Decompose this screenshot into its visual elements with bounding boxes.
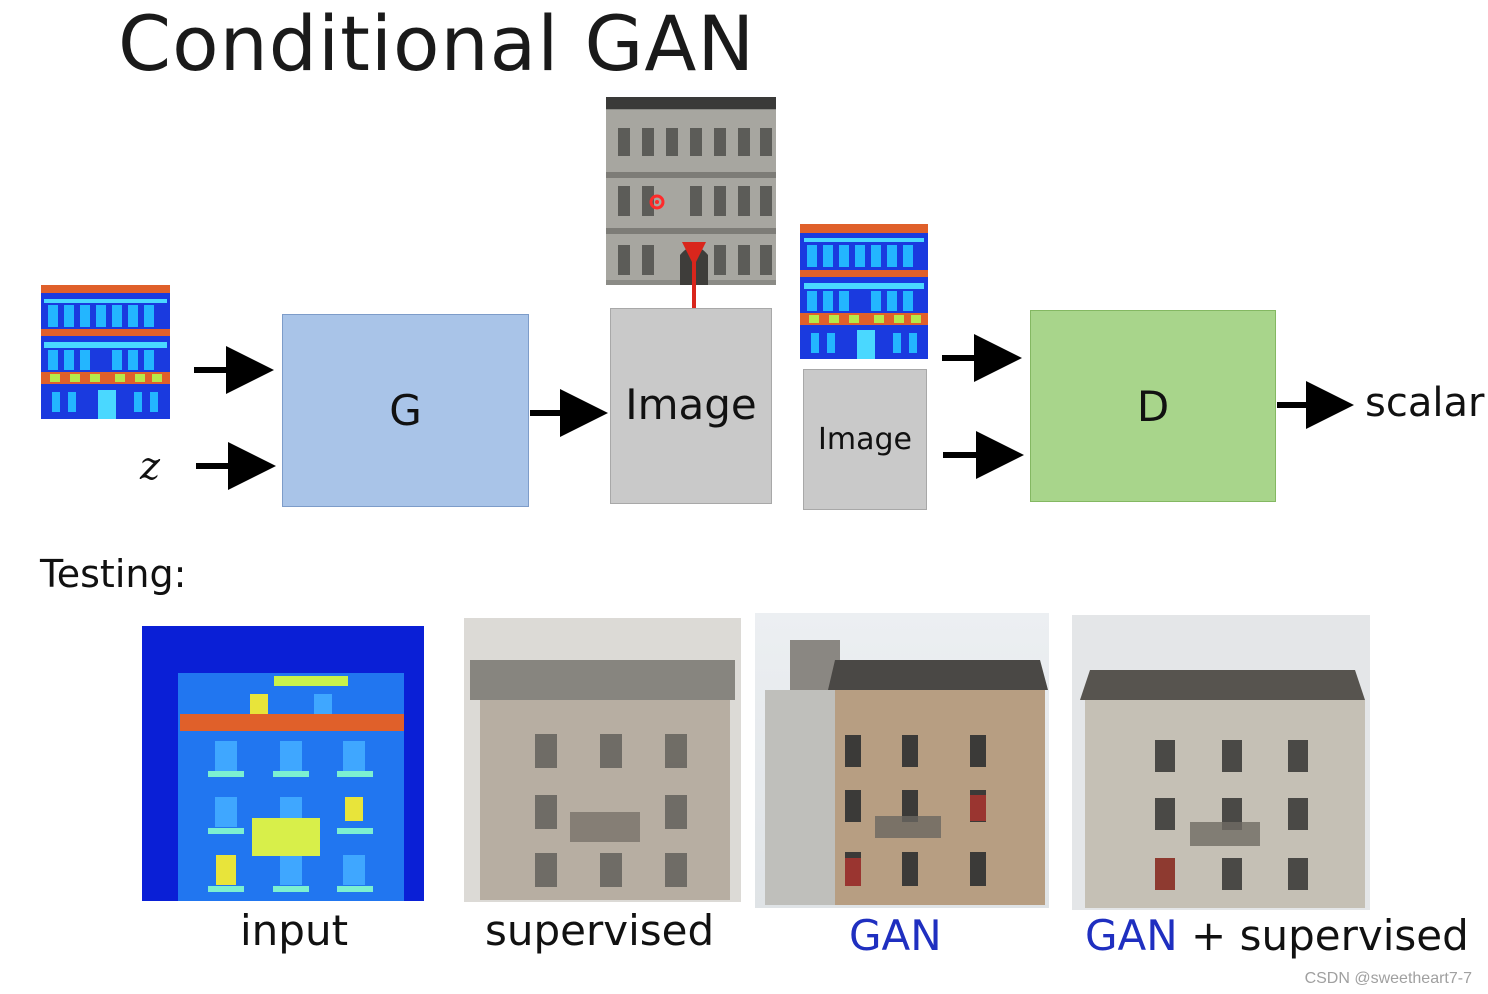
- caption-gan-part: GAN: [1085, 911, 1178, 960]
- watermark: CSDN @sweetheart7-7: [1304, 970, 1472, 987]
- caption-gan-plus-supervised: GAN + supervised: [1085, 911, 1469, 960]
- generator-box: G: [282, 314, 529, 507]
- caption-gan: GAN: [849, 911, 942, 960]
- caption-input: input: [240, 906, 349, 955]
- output-scalar-label: scalar: [1365, 380, 1485, 426]
- arrows: [194, 334, 1354, 490]
- page-title: Conditional GAN: [118, 0, 756, 88]
- condition-image-label: Image: [818, 422, 912, 457]
- real-building-photo-thumbnail: [606, 97, 776, 285]
- discriminator-box: D: [1030, 310, 1276, 502]
- discriminator-label: D: [1136, 381, 1170, 431]
- test-input-label-map: [142, 626, 424, 901]
- test-output-supervised: [464, 618, 741, 902]
- condition-image-box: Image: [803, 369, 927, 510]
- test-output-gan: [755, 613, 1049, 908]
- noise-label: z: [140, 444, 161, 488]
- condition-label-map-thumbnail-2: [800, 224, 928, 359]
- caption-supervised-part: + supervised: [1177, 911, 1469, 960]
- test-output-gan-plus-supervised: [1072, 615, 1370, 910]
- generated-image-label: Image: [625, 379, 757, 429]
- generated-image-box: Image: [610, 308, 772, 504]
- caption-supervised: supervised: [485, 906, 715, 955]
- testing-heading: Testing:: [40, 552, 187, 596]
- condition-label-map-thumbnail: [41, 285, 170, 419]
- generator-label: G: [389, 386, 422, 435]
